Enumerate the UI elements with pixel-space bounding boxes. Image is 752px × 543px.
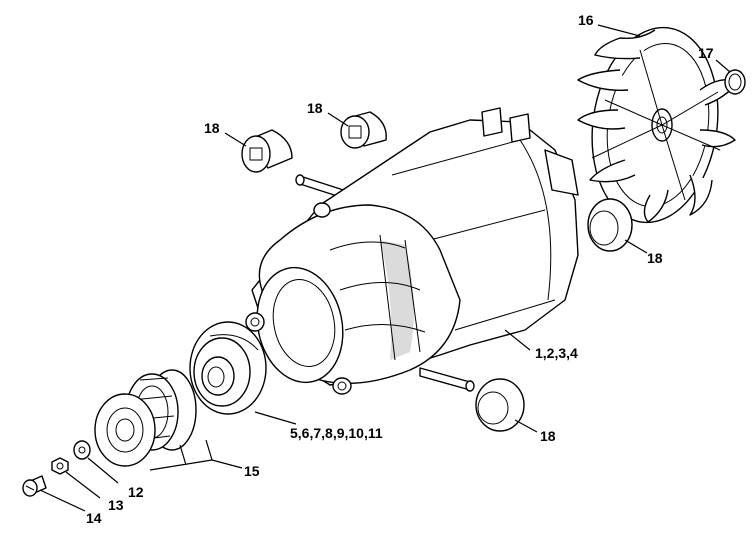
label-12: 12 xyxy=(128,484,144,500)
end-shield-assembly xyxy=(189,321,267,415)
leader-lines xyxy=(39,24,731,512)
nut xyxy=(51,457,69,475)
motor-housing xyxy=(245,107,579,395)
label-18-b: 18 xyxy=(307,100,323,116)
label-18-a: 18 xyxy=(204,120,220,136)
label-15: 15 xyxy=(244,463,260,479)
label-5-11: 5,6,7,8,9,10,11 xyxy=(290,425,383,441)
label-1-4: 1,2,3,4 xyxy=(535,345,578,361)
label-16: 16 xyxy=(578,12,594,28)
rubber-buffer-b xyxy=(340,111,387,149)
label-18-d: 18 xyxy=(540,428,556,444)
rubber-buffer-a xyxy=(241,129,293,173)
circlip xyxy=(724,69,746,95)
label-17: 17 xyxy=(698,45,714,61)
fan xyxy=(577,26,739,224)
bearing-cup xyxy=(94,393,156,467)
label-18-c: 18 xyxy=(647,250,663,266)
washer xyxy=(73,440,91,460)
rubber-buffer-d xyxy=(475,378,525,432)
screw xyxy=(22,475,47,497)
rubber-buffer-c xyxy=(587,198,633,252)
label-14: 14 xyxy=(86,510,102,526)
label-13: 13 xyxy=(108,497,124,513)
